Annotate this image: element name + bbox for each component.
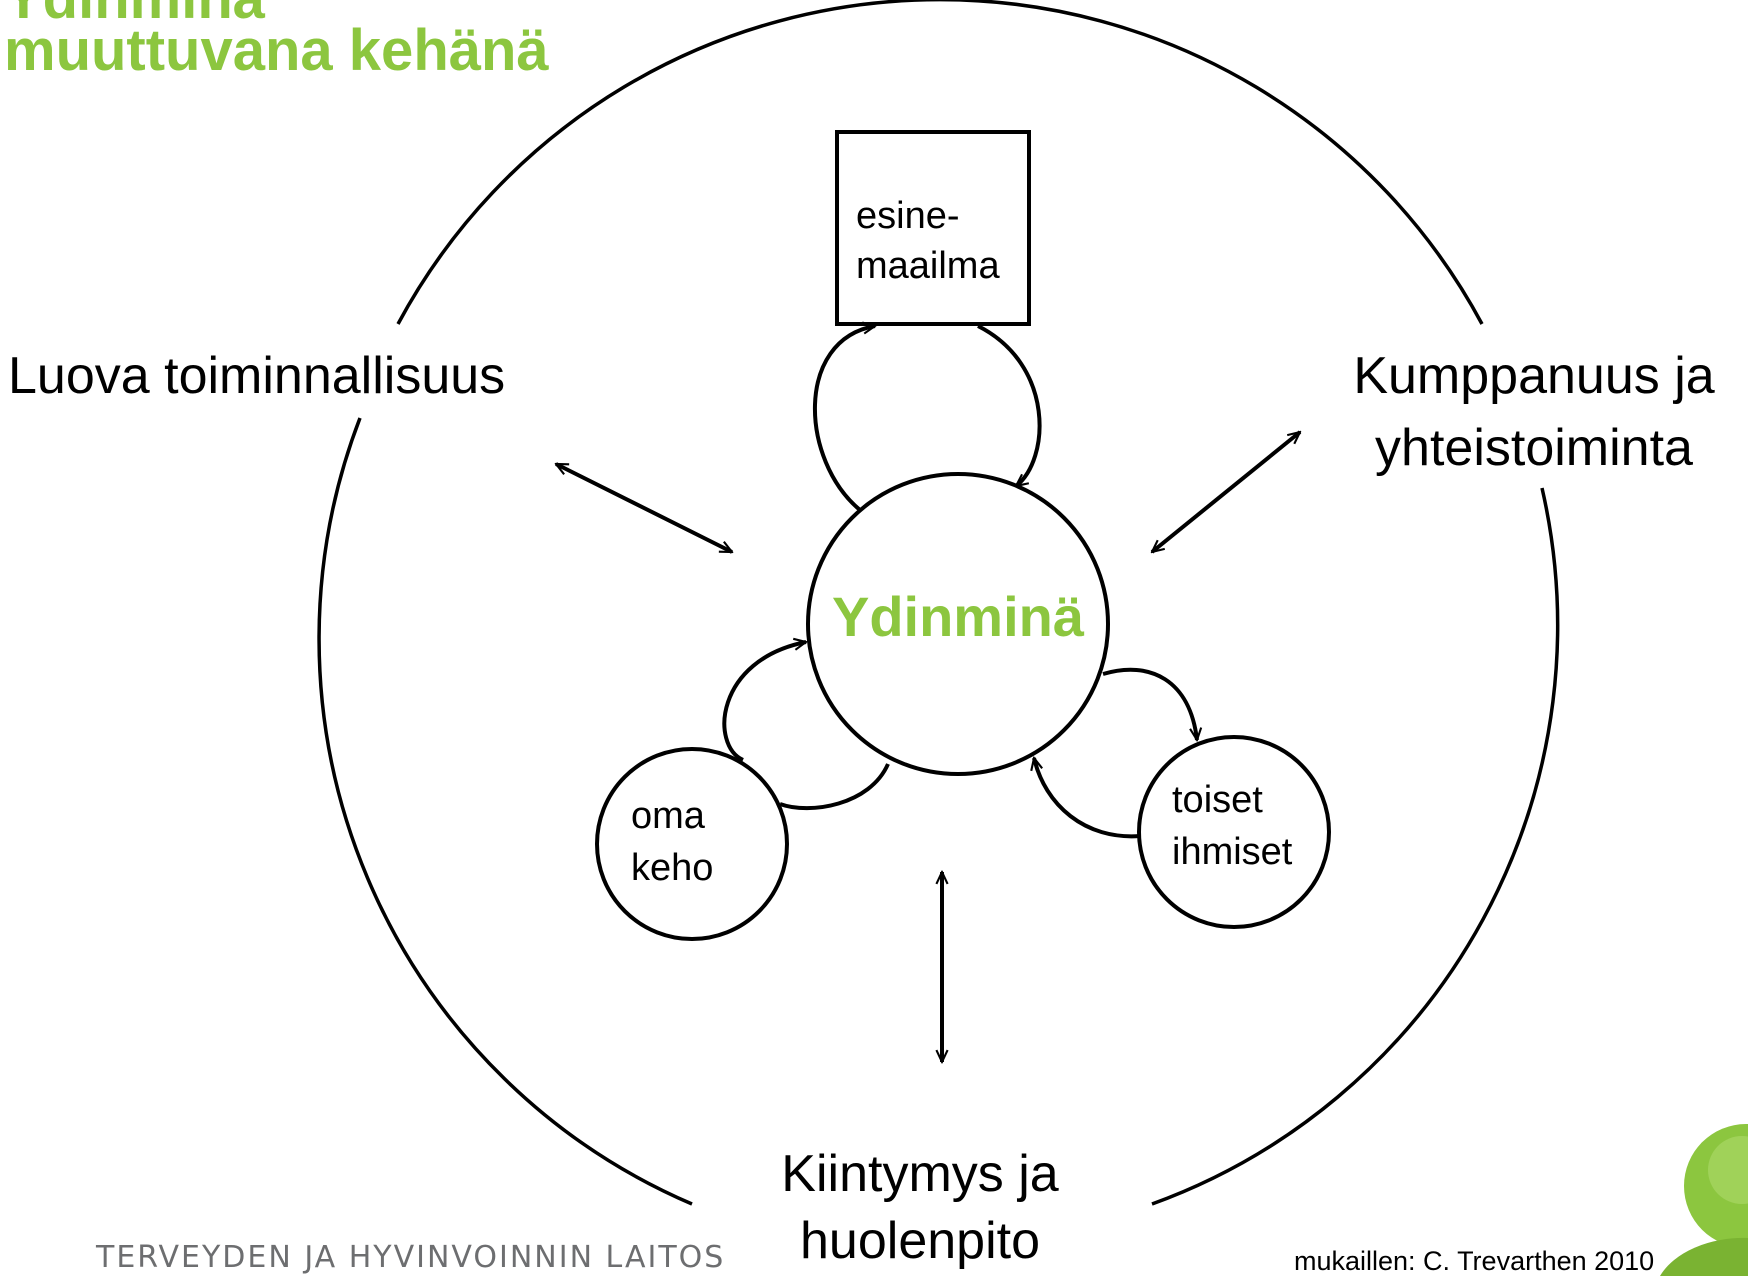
page-title-line-1: Ydinminä — [4, 0, 265, 32]
partnership-label-line-1: Kumppanuus ja — [1353, 347, 1714, 405]
creative-activity-label: Luova toiminnallisuus — [8, 347, 505, 405]
own-body-label-line-1: oma — [631, 795, 706, 837]
double-arrow-partnership — [1152, 430, 1300, 554]
outer-ring-arc-left — [317, 417, 693, 1206]
other-people-circle — [1137, 735, 1331, 929]
object-world-box — [835, 130, 1031, 326]
source-credit: mukaillen: C. Trevarthen 2010 — [1294, 1246, 1655, 1276]
attachment-label-line-1: Kiintymys ja — [781, 1145, 1058, 1203]
green-sphere-logo — [1660, 1124, 1748, 1276]
own-body-label-line-2: keho — [631, 847, 713, 889]
loop-arrow-core-to-body — [779, 763, 890, 811]
outer-ring — [317, 0, 1560, 1206]
double-arrow-creative-activity — [556, 462, 732, 554]
own-body-circle — [595, 747, 789, 941]
loop-arrow-body-to-core — [722, 642, 806, 762]
other-people-label-line-1: toiset — [1172, 779, 1263, 821]
loop-arrow-core-to-others — [1102, 667, 1197, 740]
loop-arrow-object-world-to-core — [977, 324, 1042, 488]
object-world-label-line-1: esine- — [856, 195, 960, 237]
attachment-label-line-2: huolenpito — [800, 1212, 1040, 1270]
core-self-label: Ydinminä — [832, 585, 1085, 648]
outer-ring-arc-right — [1151, 487, 1560, 1206]
loop-arrow-others-to-core — [1034, 758, 1141, 839]
core-self-circle — [806, 472, 1110, 776]
loop-arrow-core-to-object-world — [812, 326, 875, 512]
other-people-label-line-2: ihmiset — [1172, 831, 1293, 873]
outer-ring-arc-top — [396, 0, 1484, 325]
page-title-line-2: muuttuvana kehänä — [4, 18, 549, 83]
partnership-label-line-2: yhteistoiminta — [1375, 419, 1693, 477]
object-world-label-line-2: maailma — [856, 245, 1000, 287]
organization-footer: TERVEYDEN JA HYVINVOINNIN LAITOS — [96, 1240, 726, 1275]
